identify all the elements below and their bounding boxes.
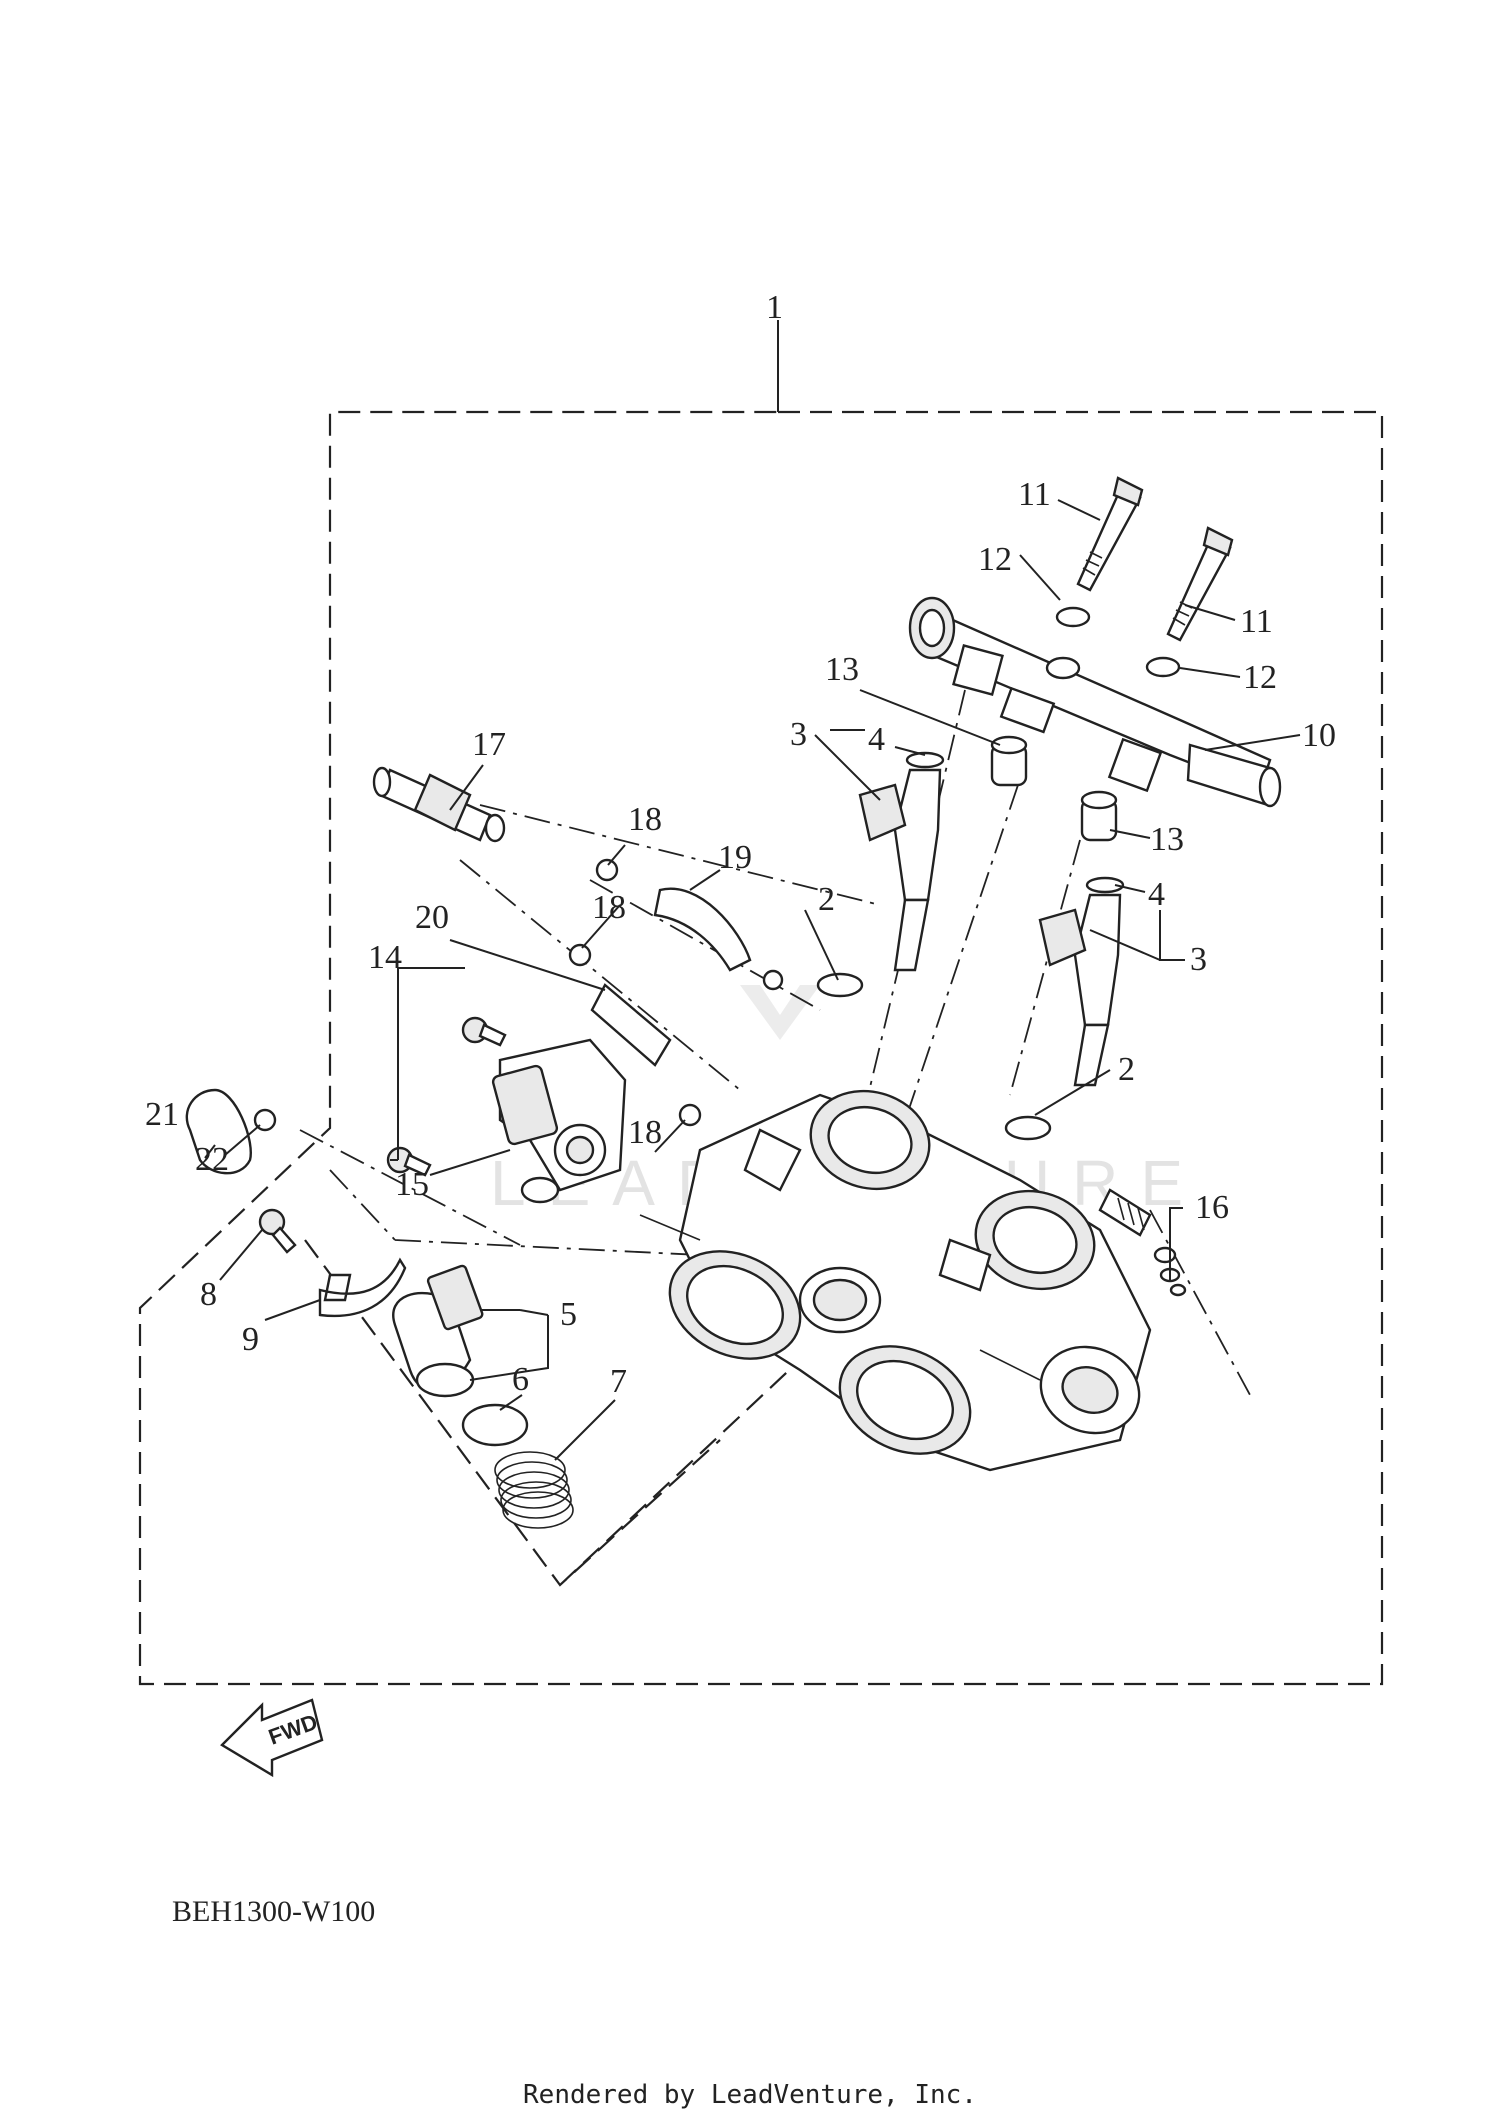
screw-14-top: [461, 1016, 507, 1047]
callout-13-top: 13: [825, 651, 859, 688]
callout-11-right: 11: [1240, 603, 1273, 640]
callout-4-right: 4: [1148, 876, 1165, 913]
injector-3-right: [1004, 876, 1125, 1141]
callout-3-right: 3: [1190, 941, 1207, 978]
clip-18-mid: [568, 943, 592, 967]
callout-9: 9: [242, 1321, 259, 1358]
callout-18-top: 18: [628, 801, 662, 838]
rendered-by-footer: Rendered by LeadVenture, Inc.: [523, 2080, 977, 2110]
lever-9: [318, 1257, 407, 1318]
throttle-body: [639, 1089, 1152, 1472]
callout-17: 17: [472, 726, 506, 763]
callout-2-right: 2: [1118, 1051, 1135, 1088]
callout-22: 22: [195, 1141, 229, 1178]
injector-3-left: [816, 751, 945, 998]
washer-12-right: [1145, 656, 1181, 678]
sensor-5: [392, 1264, 484, 1398]
oring-6: [461, 1403, 529, 1447]
callout-2-left: 2: [818, 881, 835, 918]
collar-13-right: [1080, 790, 1118, 842]
callout-10: 10: [1302, 717, 1336, 754]
hose-20: [590, 983, 672, 1067]
hose-19: [653, 887, 752, 972]
callout-3-left: 3: [790, 716, 807, 753]
callout-19: 19: [718, 839, 752, 876]
callout-21: 21: [145, 1096, 179, 1133]
watermark-logo: [740, 985, 820, 1040]
assembly-boundary: [138, 410, 1384, 1686]
callout-7: 7: [610, 1363, 627, 1400]
fwd-arrow-icon: FWD: [220, 1698, 324, 1778]
clip-18-right: [762, 969, 784, 991]
screw-14-bottom: [386, 1146, 432, 1177]
callout-15: 15: [395, 1166, 429, 1203]
sensor-15: [491, 1038, 627, 1204]
callout-13-right: 13: [1150, 821, 1184, 858]
callout-6: 6: [512, 1361, 529, 1398]
callout-18-mid: 18: [592, 889, 626, 926]
callout-1: 1: [766, 289, 783, 326]
screw-8: [258, 1208, 297, 1254]
fuel-rail: [908, 596, 1282, 808]
callout-20: 20: [415, 899, 449, 936]
collar-13-left: [990, 735, 1028, 787]
bolt-11-left: [1076, 476, 1144, 592]
sensor-axis-line: [329, 1169, 701, 1256]
callout-12-top: 12: [978, 541, 1012, 578]
callouts: 1 2 2 3 3 4 4 5 6 7 8 9 10 11 11 12 12 1…: [145, 289, 1336, 1400]
washer-12-left: [1055, 606, 1091, 628]
callout-14: 14: [368, 939, 402, 976]
callout-8: 8: [200, 1276, 217, 1313]
pipe-17: [372, 766, 506, 843]
callout-12-right: 12: [1243, 659, 1277, 696]
sensor-group-outline: [304, 1239, 801, 1587]
diagram-code: BEH1300-W100: [172, 1895, 376, 1928]
cap-21: [185, 1088, 252, 1175]
callout-16: 16: [1195, 1189, 1229, 1226]
callout-11-top: 11: [1018, 476, 1051, 513]
spring-7: [494, 1451, 574, 1529]
bolt-11-right: [1166, 526, 1234, 642]
callout-18-bottom: 18: [628, 1114, 662, 1151]
leader-lines: [204, 499, 1301, 1461]
callout-5: 5: [560, 1296, 577, 1333]
clip-18-top: [595, 858, 619, 882]
callout-4-left: 4: [868, 721, 885, 758]
